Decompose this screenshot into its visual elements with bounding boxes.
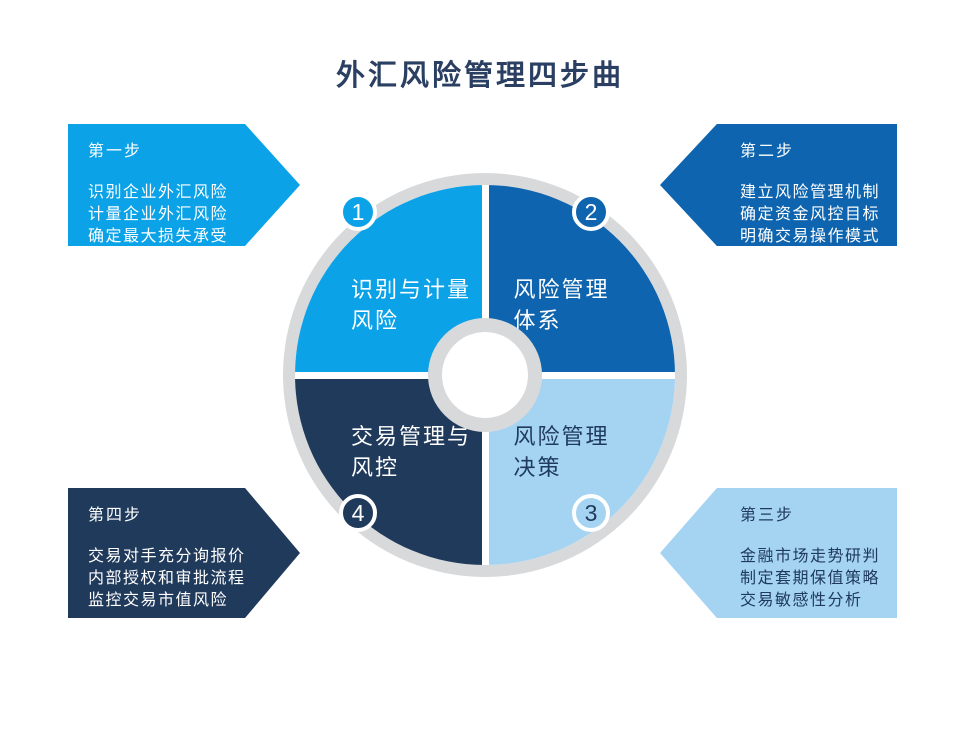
step-2-line-3: 明确交易操作模式 [740, 228, 881, 245]
quadrant-3-label-line-1: 风险管理 [513, 423, 610, 449]
quadrant-4-label: 交易管理与 风控 [351, 421, 482, 483]
quadrant-1-label-line-1: 识别与计量 [351, 276, 472, 302]
step-3-line-2: 制定套期保值策略 [740, 570, 881, 587]
quadrant-2-label-line-2: 体系 [513, 307, 562, 333]
step-4-line-2: 内部授权和审批流程 [88, 570, 246, 587]
step-1-line-2: 计量企业外汇风险 [88, 206, 229, 223]
step-3-number-badge: 3 [572, 494, 610, 532]
step-2-line-2: 确定资金风控目标 [740, 206, 881, 223]
quadrant-2-label-line-1: 风险管理 [513, 276, 610, 302]
step-3-line-3: 交易敏感性分析 [740, 592, 863, 609]
step-2-details: 建立风险管理机制 确定资金风控目标 明确交易操作模式 [740, 182, 897, 246]
step-1-line-1: 识别企业外汇风险 [88, 184, 229, 201]
quadrant-4-label-line-1: 交易管理与 [351, 423, 472, 449]
callout-step-4: 第四步 交易对手充分询报价 内部授权和审批流程 监控交易市值风险 [68, 488, 300, 618]
step-2-label: 第二步 [740, 143, 795, 160]
callout-step-2: 第二步 建立风险管理机制 确定资金风控目标 明确交易操作模式 [660, 124, 897, 246]
wheel-center-hole-inner [442, 332, 528, 418]
quadrant-3-label: 风险管理 决策 [514, 421, 676, 483]
wheel-center-hole [428, 318, 542, 432]
step-1-label: 第一步 [88, 143, 143, 160]
quadrant-2-label: 风险管理 体系 [514, 274, 676, 336]
step-4-line-3: 监控交易市值风险 [88, 592, 229, 609]
callout-step-2-content: 第二步 建立风险管理机制 确定资金风控目标 明确交易操作模式 [660, 124, 897, 246]
callout-step-1: 第一步 识别企业外汇风险 计量企业外汇风险 确定最大损失承受 [68, 124, 300, 246]
callout-step-3-content: 第三步 金融市场走势研判 制定套期保值策略 交易敏感性分析 [660, 488, 897, 612]
quadrant-3-label-line-2: 决策 [513, 454, 562, 480]
step-3-label: 第三步 [740, 507, 795, 524]
step-1-details: 识别企业外汇风险 计量企业外汇风险 确定最大损失承受 [88, 182, 300, 246]
step-4-line-1: 交易对手充分询报价 [88, 548, 246, 565]
quadrant-4-label-line-2: 风控 [351, 454, 400, 480]
step-1-number-badge: 1 [339, 193, 377, 231]
page-title: 外汇风险管理四步曲 [335, 60, 624, 92]
step-3-line-1: 金融市场走势研判 [740, 548, 881, 565]
step-4-label: 第四步 [88, 507, 143, 524]
step-2-number-badge: 2 [572, 193, 610, 231]
step-1-line-3: 确定最大损失承受 [88, 228, 229, 245]
callout-step-1-content: 第一步 识别企业外汇风险 计量企业外汇风险 确定最大损失承受 [68, 124, 300, 246]
step-4-number-badge: 4 [339, 494, 377, 532]
step-3-details: 金融市场走势研判 制定套期保值策略 交易敏感性分析 [740, 546, 897, 612]
callout-step-3: 第三步 金融市场走势研判 制定套期保值策略 交易敏感性分析 [660, 488, 897, 618]
quadrant-1-label: 识别与计量 风险 [351, 274, 482, 336]
quadrant-1-label-line-2: 风险 [351, 307, 400, 333]
callout-step-4-content: 第四步 交易对手充分询报价 内部授权和审批流程 监控交易市值风险 [68, 488, 300, 612]
step-4-details: 交易对手充分询报价 内部授权和审批流程 监控交易市值风险 [88, 546, 300, 612]
step-2-line-1: 建立风险管理机制 [740, 184, 881, 201]
